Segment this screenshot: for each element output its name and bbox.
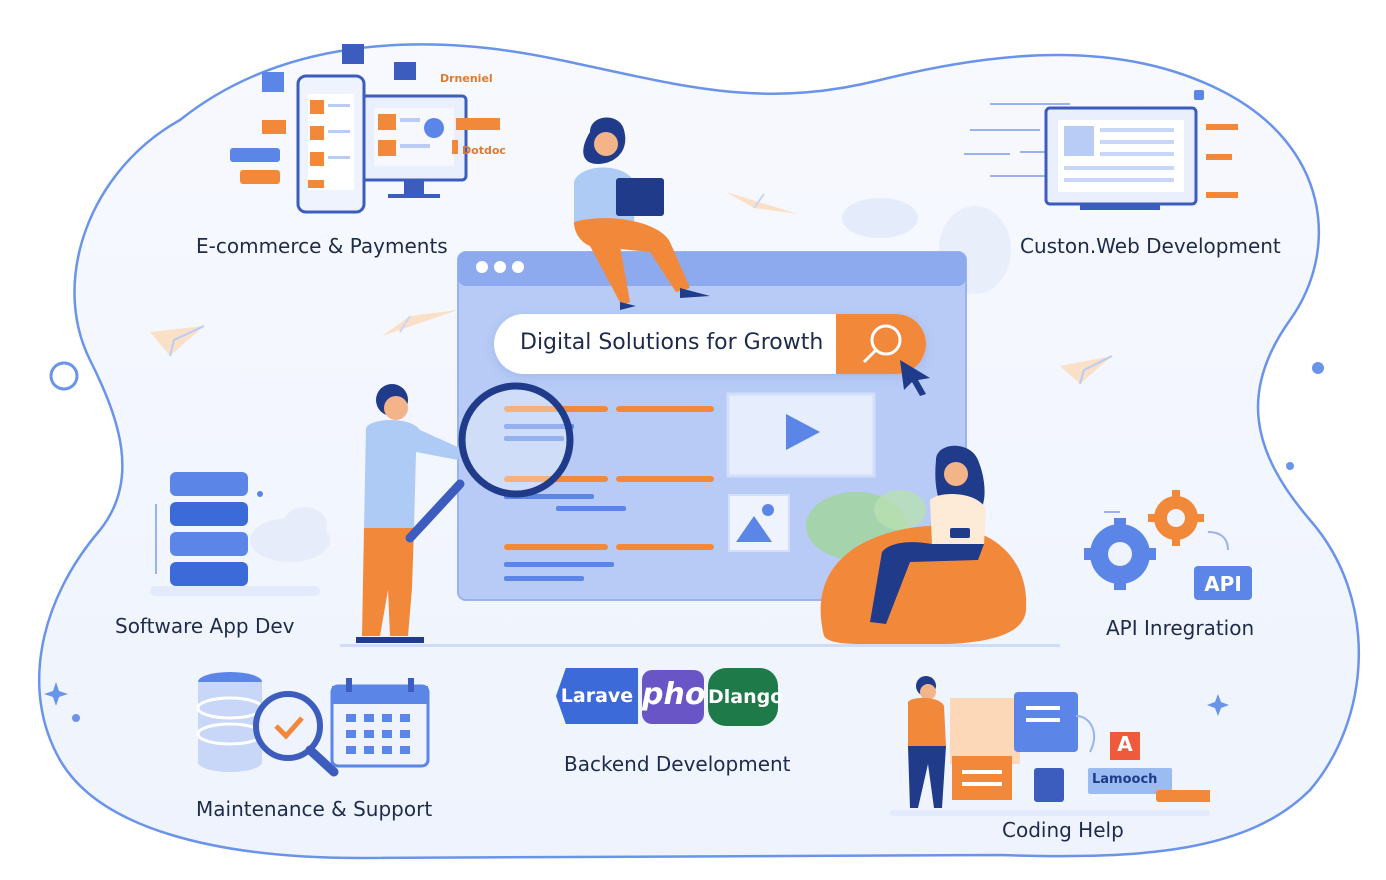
woman-beanbag-figure [806,445,1027,645]
image-placeholder-icon [728,494,790,552]
laravel-badge: Larave [556,668,638,724]
service-label-coding[interactable]: Coding Help [1002,818,1124,842]
coding-badge-letter: A [1117,732,1133,756]
paper-plane-icon [726,192,798,214]
ecommerce-illustration [230,44,500,214]
ecommerce-tag: Dotdoc [462,144,506,157]
service-label-custom-web[interactable]: Custon.Web Development [1020,234,1281,258]
laravel-badge-text: Larave [560,685,634,707]
service-label-software-app[interactable]: Software App Dev [115,614,295,638]
api-badge-text: API [1204,572,1242,596]
service-label-backend[interactable]: Backend Development [564,752,791,776]
service-label-api[interactable]: API Inregration [1106,616,1255,640]
calendar-icon [330,678,430,768]
man-magnifier-figure [356,382,574,643]
paper-plane-icon [150,325,205,357]
php-badge: pho [642,670,706,724]
service-label-maintenance[interactable]: Maintenance & Support [196,797,433,821]
service-label-ecommerce[interactable]: E-commerce & Payments [196,234,448,258]
server-stack-illustration [150,472,320,596]
coding-book-label: Lamooch [1092,772,1158,787]
magnifier-icon [862,324,902,364]
coding-help-illustration [890,676,1210,816]
gear-icon [1084,518,1156,590]
woman-laptop-figure [574,117,710,310]
decor-circle [49,361,79,391]
hero-search-box[interactable]: Digital Solutions for Growth [494,314,926,374]
gear-icon [1148,490,1204,546]
django-badge-text: Dlango [708,686,784,708]
ecommerce-tag: Drneniel [440,72,493,85]
cursor-icon [900,360,930,396]
php-badge-text: pho [642,677,706,712]
custom-web-illustration [964,90,1238,210]
hero-search-text: Digital Solutions for Growth [520,330,824,355]
search-button[interactable] [836,314,926,374]
maintenance-illustration [196,672,430,777]
django-badge: Dlango [708,668,783,726]
ground-line [340,644,1060,647]
paper-plane-icon [1060,355,1113,385]
api-gears-illustration: API [1084,490,1252,600]
play-icon[interactable] [780,410,824,454]
paper-plane-icon [382,310,458,336]
